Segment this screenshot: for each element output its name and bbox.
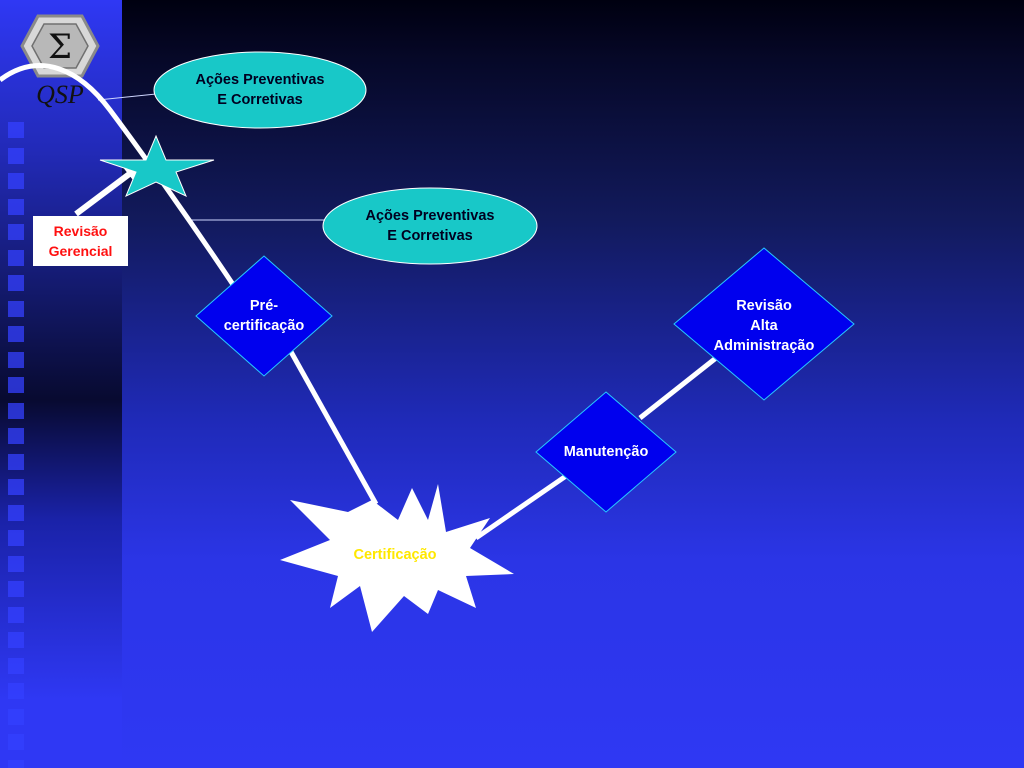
revisao-alta-line1: Revisão [736, 298, 792, 314]
sidebar-square [8, 377, 24, 393]
review-star-icon [99, 134, 215, 197]
sidebar-square [8, 224, 24, 240]
sidebar-square [8, 351, 24, 368]
pre-certificacao-line1: Pré- [249, 298, 279, 314]
certificacao-burst [280, 484, 514, 632]
sidebar-square [8, 300, 24, 317]
sidebar-square [8, 453, 24, 470]
pre-certificacao-label: Pré- certificação [204, 296, 324, 336]
sidebar-square [8, 581, 24, 597]
pre-certificacao-diamond [195, 255, 333, 377]
acoes-ellipse-2 [322, 187, 538, 265]
arrow-shaft [74, 169, 134, 217]
revisao-alta-label: Revisão Alta Administração [694, 296, 834, 356]
connector-cert-manut [474, 473, 568, 541]
qsp-logo: Σ QSP [20, 14, 100, 109]
sidebar-square [8, 555, 24, 572]
manutencao-label: Manutenção [563, 444, 649, 460]
sidebar-square [8, 759, 24, 768]
pre-certificacao-line2: certificação [223, 318, 305, 334]
sidebar-square [8, 657, 24, 674]
revisao-alta-line2: Alta [750, 318, 778, 334]
sidebar-square [8, 734, 24, 750]
revisao-gerencial-box: Revisão Gerencial [33, 216, 128, 266]
cycle-curve [0, 63, 241, 294]
acoes-2-line2: E Corretivas [387, 228, 473, 244]
acoes-2-line1: Ações Preventivas [365, 208, 495, 224]
logo-text: QSP [36, 80, 84, 109]
sidebar-square [8, 402, 24, 419]
logo-sigma: Σ [48, 27, 72, 67]
connector-pre-cert [287, 348, 379, 506]
connector-manut-revisao [638, 356, 718, 420]
sidebar-square [8, 504, 24, 521]
sidebar-square [8, 428, 24, 444]
connector-line-1 [97, 93, 157, 101]
sidebar-square [8, 530, 24, 546]
revisao-alta-line3: Administração [713, 338, 815, 354]
sidebar-square [8, 708, 24, 725]
manutencao-diamond [535, 391, 677, 513]
sidebar-square [8, 173, 24, 189]
sidebar-square [8, 606, 24, 623]
sidebar-square [8, 147, 24, 164]
sidebar-square [8, 326, 24, 342]
acoes-1-line1: Ações Preventivas [195, 72, 325, 88]
sidebar-square [8, 632, 24, 648]
logo-inner-hexagon [31, 23, 89, 69]
sidebar-square [8, 479, 24, 495]
acoes-1-line2: E Corretivas [217, 92, 303, 108]
sidebar-decoration [0, 0, 122, 768]
sidebar-square [8, 249, 24, 266]
revisao-gerencial-line2: Gerencial [48, 243, 113, 259]
revisao-alta-diamond [673, 247, 855, 401]
sidebar-square [8, 275, 24, 291]
sidebar-square [8, 122, 24, 138]
sidebar-square [8, 683, 24, 699]
certificacao-label: Certificação [353, 547, 437, 563]
acoes-ellipse-1-label: Ações Preventivas E Corretivas [170, 70, 350, 110]
revisao-gerencial-line1: Revisão [53, 223, 108, 239]
acoes-ellipse-2-label: Ações Preventivas E Corretivas [340, 206, 520, 246]
sidebar-square [8, 198, 24, 215]
acoes-ellipse-1 [153, 51, 367, 129]
